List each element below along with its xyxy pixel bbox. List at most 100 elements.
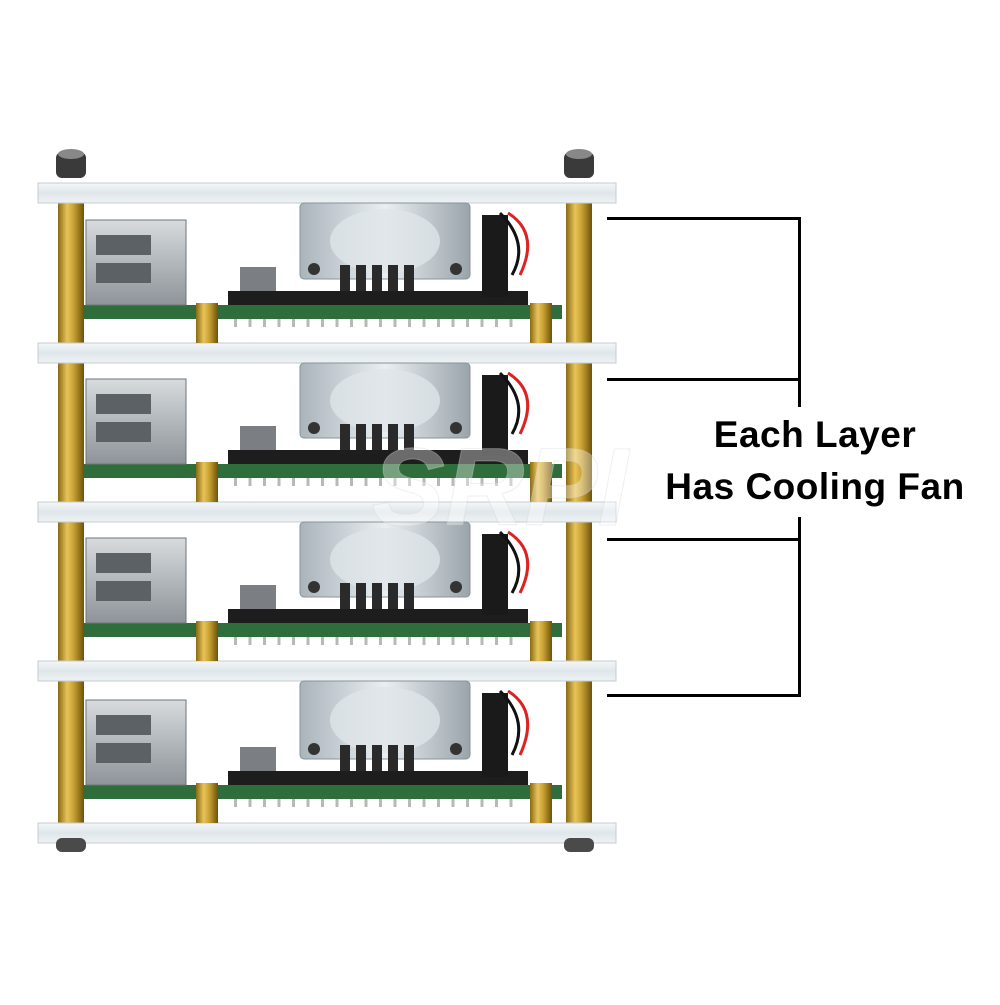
acrylic-plate-1 xyxy=(37,182,617,204)
pcb-board-3 xyxy=(84,623,562,637)
header-pin xyxy=(451,799,455,807)
component xyxy=(356,583,366,609)
fan-wire-red xyxy=(507,211,530,276)
usb-port-1 xyxy=(85,219,187,306)
fan-screw xyxy=(450,743,462,755)
header-pin xyxy=(234,637,237,645)
acrylic-plate-5 xyxy=(37,822,617,844)
component xyxy=(404,424,414,450)
header-pin xyxy=(379,319,382,327)
header-pin xyxy=(277,319,281,327)
component xyxy=(388,265,398,291)
header-pin xyxy=(292,799,295,807)
header-pin xyxy=(408,478,411,486)
pcb-board-4 xyxy=(84,785,562,799)
acrylic-plate-4 xyxy=(37,660,617,682)
header-pin xyxy=(408,799,411,807)
component xyxy=(404,745,414,771)
callout-line-4 xyxy=(607,694,800,697)
usb-port-3 xyxy=(85,537,187,624)
fan-blades xyxy=(330,528,440,591)
mini-standoff-left xyxy=(196,462,218,502)
hdmi-connector xyxy=(240,585,276,609)
header-pin xyxy=(509,799,513,807)
component xyxy=(372,583,382,609)
header-pin xyxy=(321,478,324,486)
header-pin xyxy=(451,637,455,645)
mini-standoff-left xyxy=(196,621,218,661)
component xyxy=(356,265,366,291)
header-pin xyxy=(509,478,513,486)
header-pin xyxy=(350,799,353,807)
fan-wire-black xyxy=(498,530,521,594)
header-pin xyxy=(306,637,310,645)
watermark-text: SRPI xyxy=(372,426,631,549)
header-pin xyxy=(350,478,353,486)
bottom-foot-left xyxy=(56,838,86,852)
header-pin xyxy=(451,319,455,327)
header-pin xyxy=(263,319,266,327)
header-pin xyxy=(248,478,252,486)
header-pin xyxy=(422,637,426,645)
header-pin xyxy=(292,637,295,645)
gpio-header-3 xyxy=(228,609,528,623)
component xyxy=(388,583,398,609)
header-pin xyxy=(393,478,397,486)
header-pin xyxy=(292,478,295,486)
header-pin xyxy=(509,637,513,645)
header-pin xyxy=(335,319,339,327)
header-pin xyxy=(335,478,339,486)
fan-wire-red xyxy=(507,689,530,756)
usb-port-2 xyxy=(85,378,187,465)
usb-slot xyxy=(96,422,151,442)
fan-screw xyxy=(450,263,462,275)
header-pin xyxy=(364,478,368,486)
component xyxy=(404,265,414,291)
fan-screw xyxy=(308,581,320,593)
mini-standoff-right xyxy=(530,303,552,343)
header-pin xyxy=(480,637,484,645)
header-pin xyxy=(234,799,237,807)
acrylic-plate-2 xyxy=(37,342,617,364)
pcb-board-1 xyxy=(84,305,562,319)
fan-connector xyxy=(482,693,508,777)
component xyxy=(340,424,350,450)
usb-port-4 xyxy=(85,699,187,786)
fan-screw xyxy=(308,263,320,275)
header-pin xyxy=(335,637,339,645)
component xyxy=(404,583,414,609)
header-pin xyxy=(350,637,353,645)
header-pin xyxy=(393,637,397,645)
header-pin xyxy=(422,478,426,486)
header-pin xyxy=(422,319,426,327)
usb-slot xyxy=(96,553,151,573)
header-pin xyxy=(393,319,397,327)
header-pin xyxy=(437,799,440,807)
header-pin xyxy=(321,319,324,327)
header-pin xyxy=(495,478,498,486)
gpio-header-2 xyxy=(228,450,528,464)
component xyxy=(372,265,382,291)
fan-screw xyxy=(450,422,462,434)
fan-wire-black xyxy=(498,371,521,435)
callout-line-2 xyxy=(607,378,800,381)
callout-vertical-upper xyxy=(798,217,801,407)
header-pin xyxy=(408,637,411,645)
component xyxy=(372,745,382,771)
fan-wire-red xyxy=(507,530,530,594)
usb-slot xyxy=(96,394,151,414)
header-pin xyxy=(451,478,455,486)
header-pin xyxy=(321,637,324,645)
header-pin xyxy=(408,319,411,327)
header-pin xyxy=(234,319,237,327)
fan-blades xyxy=(330,687,440,753)
usb-slot xyxy=(96,235,151,255)
component xyxy=(388,745,398,771)
header-pin xyxy=(306,799,310,807)
header-pin xyxy=(466,319,469,327)
header-pin xyxy=(263,637,266,645)
header-pin xyxy=(248,637,252,645)
header-pin xyxy=(495,319,498,327)
